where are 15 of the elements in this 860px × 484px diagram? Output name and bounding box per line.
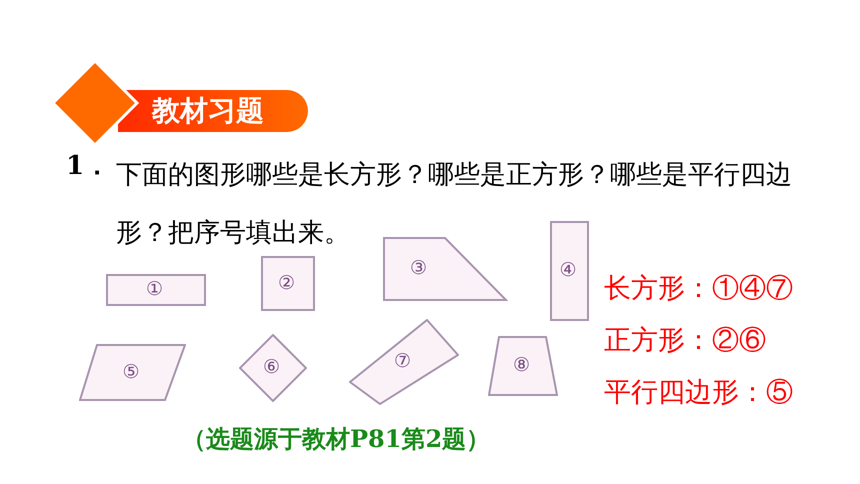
shape-number: ⑧ (513, 356, 530, 375)
section-badge: 教材习题 (118, 90, 308, 132)
shape-number: ② (278, 274, 296, 292)
answer-text: 正方形：②⑥ (604, 324, 766, 358)
question-text: 下面的图形哪些是长方形？哪些是正方形？哪些是平行四边形？把序号填出来。 (116, 159, 793, 250)
answer-text: 长方形：①④⑦ (604, 272, 793, 306)
shape-number: ⑤ (122, 362, 140, 382)
shape-number: ⑦ (394, 352, 412, 371)
question-number: 1． (66, 150, 110, 183)
shape-number: ① (146, 280, 164, 299)
shape-number: ⑥ (263, 358, 280, 377)
answer-text: 平行四边形：⑤ (604, 376, 793, 410)
source-note: （选题源于教材P81第2题） (182, 423, 490, 455)
shape-number: ④ (560, 261, 577, 280)
shape-number: ③ (410, 259, 428, 278)
